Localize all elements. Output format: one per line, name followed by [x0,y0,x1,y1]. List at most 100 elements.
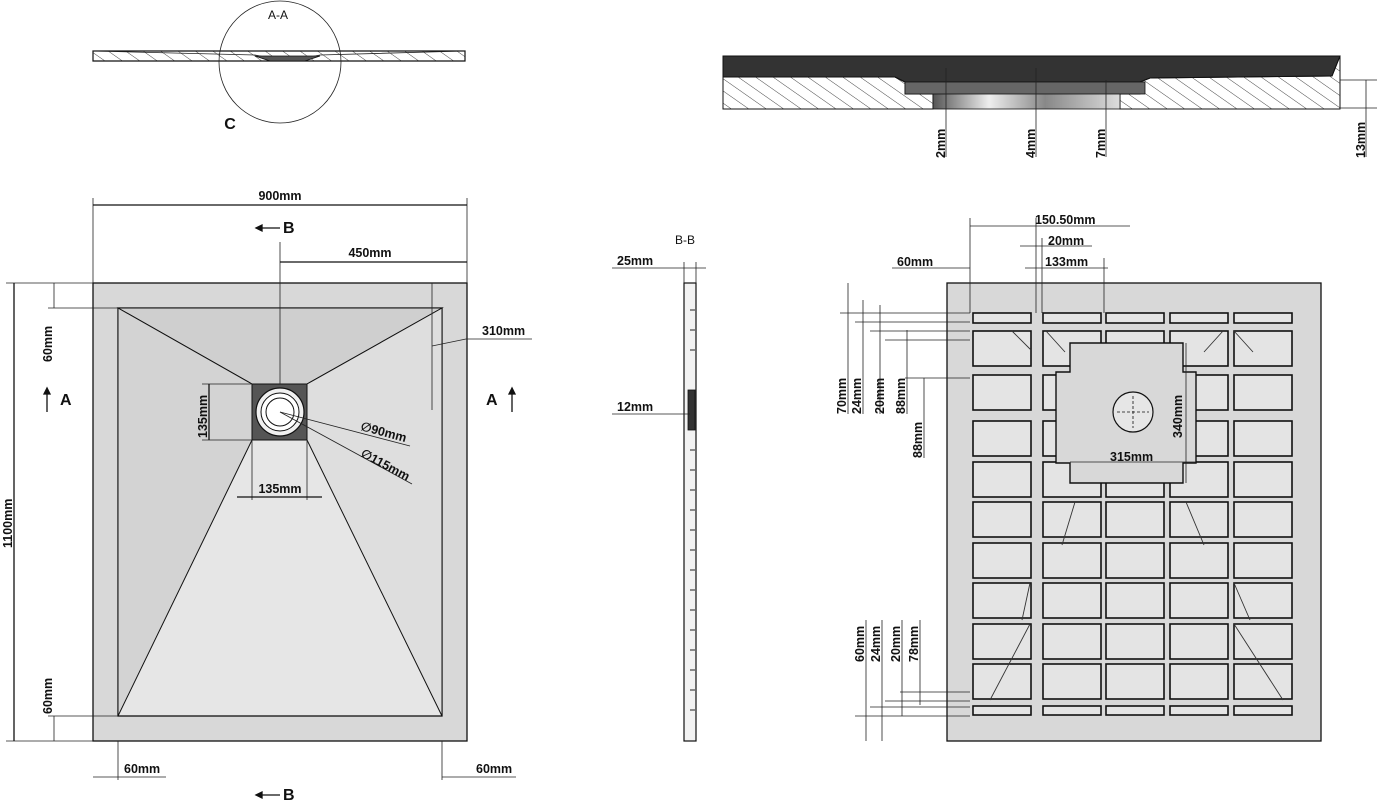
drain-core [265,397,295,427]
section-a-label-left: A [60,392,72,409]
rib-cell [972,542,1032,579]
rib-cell [1105,542,1165,579]
section-b-arrow-bottom [254,790,280,800]
slope-hint-line [1233,623,1284,701]
inner-drop-dim: 310mm [482,324,525,338]
slope-hint-line [1045,330,1066,353]
section-aa-view: A-A C [92,0,466,133]
rib-cell [1042,705,1102,716]
bottom-center-w-dim: 315mm [1110,450,1153,464]
rib-cell [1042,312,1102,324]
section-a-arrow-left [42,386,52,412]
bottom-top-24-dim: 24mm [850,378,864,414]
rib-cell [1105,501,1165,538]
rib-cell [1233,623,1293,660]
section-bb-view: B-B 25mm 12mm [612,233,706,742]
border-top-dim: 60mm [41,326,55,362]
detail-c-drain-flange [904,81,1146,95]
border-bottom-dim: 60mm [41,678,55,714]
detail-c-dim-7: 7mm [1094,129,1108,158]
section-bb-drain [687,389,696,431]
rib-cell [1105,582,1165,619]
section-aa-title: A-A [268,8,288,22]
rib-cell [1233,501,1293,538]
slope-hint-line [1233,330,1254,353]
border-right-dim: 60mm [476,762,512,776]
bottom-60-dim: 60mm [853,626,867,662]
rib-cell [972,374,1032,411]
rib-cell [1105,663,1165,700]
rib-cell [972,420,1032,457]
detail-c-dim-4: 4mm [1024,129,1038,158]
rib-cell [972,461,1032,498]
width-dim: 900mm [258,189,301,203]
detail-c-view: 2mm 4mm 7mm 13mm [722,55,1377,158]
drain-box-h-dim: 135mm [196,395,210,438]
rib-cell [1233,663,1293,700]
bottom-offset-dim: 150.50mm [1035,213,1095,227]
rib-cell [1169,312,1229,324]
rib-cell [1169,705,1229,716]
slope-hint-line [989,623,1031,701]
section-a-label-right: A [486,392,498,409]
rib-cell [1169,582,1229,619]
rib-cell [1105,312,1165,324]
section-bb-ribs [690,309,695,711]
half-width-dim: 450mm [348,246,391,260]
section-bb-title: B-B [675,233,695,247]
rib-cell [1042,501,1102,538]
slope-hint-line [1021,582,1031,621]
rib-cell [1169,501,1229,538]
bottom-top-20-dim: 20mm [873,378,887,414]
section-bb-thickness-dim: 25mm [617,254,653,268]
section-b-arrow-top [254,223,280,233]
section-a-arrow-right [507,386,517,412]
bottom-78-dim: 78mm [907,626,921,662]
rib-cell [1169,663,1229,700]
rib-cell [1233,420,1293,457]
rib-cell [1105,623,1165,660]
detail-c-dim-2: 2mm [934,129,948,158]
section-bb-profile [683,282,697,742]
slope-hint-line [1011,330,1032,351]
section-b-label-top: B [283,220,295,237]
rib-cell [1233,542,1293,579]
bottom-24-dim: 24mm [869,626,883,662]
detail-c-hatched-body [722,76,934,110]
rib-cell [1169,542,1229,579]
detail-c-label: C [224,116,236,133]
rib-cell [1233,312,1293,324]
drain-box-w-dim: 135mm [258,482,301,496]
rib-cell [1042,542,1102,579]
slope-hint-line [1185,501,1205,546]
rib-cell [1233,374,1293,411]
rib-cell [1233,705,1293,716]
detail-c-circle [218,0,342,124]
rib-cell [972,501,1032,538]
rib-cell [972,330,1032,367]
bottom-cell-w-dim: 133mm [1045,255,1088,269]
section-bb-drain-dim: 12mm [617,400,653,414]
section-b-label-bottom: B [283,787,295,800]
bottom-center-h-dim: 340mm [1171,395,1185,438]
bottom-20-dim: 20mm [889,626,903,662]
border-left-dim: 60mm [124,762,160,776]
bottom-top-88-dim: 88mm [894,378,908,414]
rib-cell [972,623,1032,660]
rib-cell [972,582,1032,619]
rib-cell [1042,623,1102,660]
bottom-gap-dim: 20mm [1048,234,1084,248]
slope-hint-line [1061,501,1076,546]
rib-cell [1042,582,1102,619]
detail-c-dim-13: 13mm [1354,122,1368,158]
bottom-view: 150.50mm 20mm 133mm 60mm 70mm 24mm 20mm … [835,213,1322,742]
slope-hint-line [1203,330,1224,353]
detail-c-drain-insert [932,91,1121,110]
rib-cell [972,312,1032,324]
rib-cell [1169,623,1229,660]
rib-cell [972,705,1032,716]
bottom-edge-dim: 60mm [897,255,933,269]
top-view: 900mm 450mm 1100mm 310mm 60mm 60mm 60mm … [1,189,532,800]
slope-hint-line [1233,582,1251,621]
